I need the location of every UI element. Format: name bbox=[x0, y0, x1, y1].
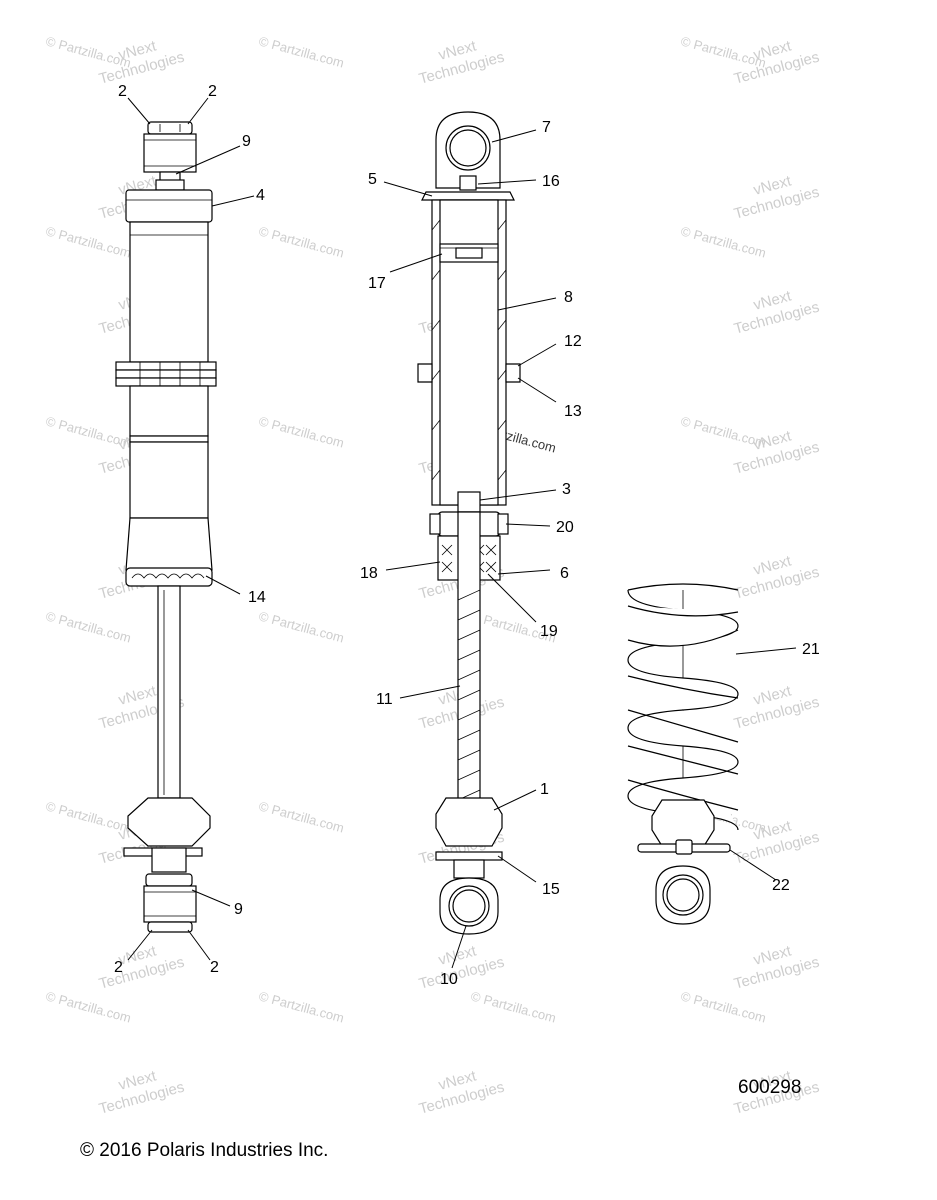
callout-2: 2 bbox=[114, 959, 123, 976]
callout-4: 4 bbox=[256, 187, 265, 204]
partzilla-watermark: © Partzilla.com bbox=[257, 988, 346, 1025]
center-shock-section bbox=[417, 111, 521, 935]
callout-22: 22 bbox=[772, 877, 790, 894]
callout-12: 12 bbox=[564, 333, 582, 350]
partzilla-watermark: © Partzilla.com bbox=[257, 33, 346, 70]
leader-lines bbox=[127, 97, 797, 969]
callout-3: 3 bbox=[562, 481, 571, 498]
callout-9: 9 bbox=[242, 133, 251, 150]
callout-18: 18 bbox=[360, 565, 378, 582]
partzilla-watermark: © Partzilla.com bbox=[257, 223, 346, 260]
callout-20: 20 bbox=[556, 519, 574, 536]
callout-6: 6 bbox=[560, 565, 569, 582]
callout-2: 2 bbox=[118, 83, 127, 100]
partzilla-watermark: © Partzilla.com bbox=[257, 413, 346, 450]
partzilla-watermark: © Partzilla.com bbox=[679, 988, 768, 1025]
callout-21: 21 bbox=[802, 641, 820, 658]
left-shock-assembly bbox=[115, 121, 217, 933]
copyright-notice: © 2016 Polaris Industries Inc. bbox=[80, 1140, 329, 1161]
callout-15: 15 bbox=[542, 881, 560, 898]
partzilla-watermark: © Partzilla.com bbox=[469, 988, 558, 1025]
callout-19: 19 bbox=[540, 623, 558, 640]
partzilla-watermark: © Partzilla.com bbox=[44, 988, 133, 1025]
callout-2: 2 bbox=[208, 83, 217, 100]
callout-7: 7 bbox=[542, 119, 551, 136]
spring-assembly bbox=[627, 583, 739, 925]
callout-16: 16 bbox=[542, 173, 560, 190]
callout-2: 2 bbox=[210, 959, 219, 976]
callout-9: 9 bbox=[234, 901, 243, 918]
callout-17: 17 bbox=[368, 275, 386, 292]
callout-labels: 2 2 9 4 14 9 2 2 7 5 16 17 8 12 13 3 20 … bbox=[114, 83, 820, 988]
callout-5: 5 bbox=[368, 171, 377, 188]
callout-1: 1 bbox=[540, 781, 549, 798]
partzilla-watermark: © Partzilla.com bbox=[257, 608, 346, 645]
callout-8: 8 bbox=[564, 289, 573, 306]
callout-11: 11 bbox=[376, 691, 393, 708]
callout-13: 13 bbox=[564, 403, 582, 420]
callout-14: 14 bbox=[248, 589, 266, 606]
partzilla-watermark: © Partzilla.com bbox=[44, 608, 133, 645]
partzilla-watermark: © Partzilla.com bbox=[679, 223, 768, 260]
callout-10: 10 bbox=[440, 971, 458, 988]
partzilla-watermark: © Partzilla.com bbox=[257, 798, 346, 835]
drawing-number: 600298 bbox=[738, 1077, 802, 1098]
partzilla-watermark: © Partzilla.com bbox=[44, 223, 133, 260]
cylinder-wall-hatching bbox=[431, 219, 507, 481]
